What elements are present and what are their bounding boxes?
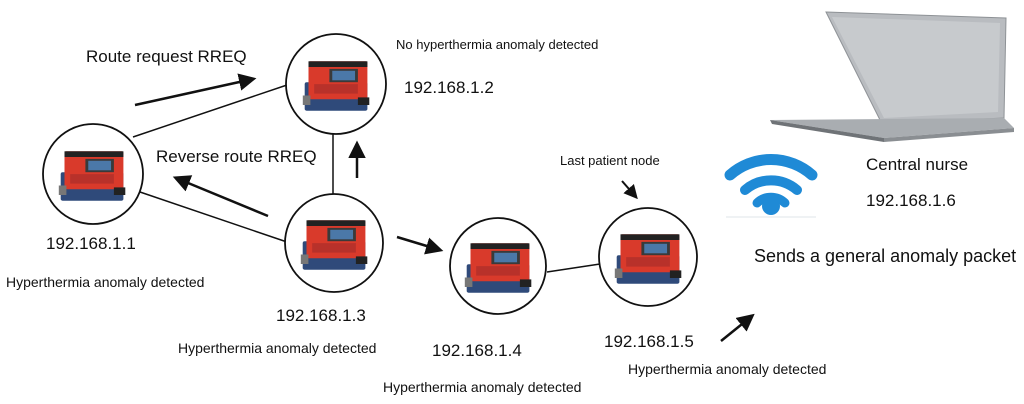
node-n1 [42, 123, 144, 225]
central-ip: 192.168.1.6 [866, 191, 956, 210]
node-n4-ip: 192.168.1.4 [432, 341, 522, 360]
packet-arrow [720, 313, 755, 342]
node-n4 [449, 217, 547, 315]
node-n2 [285, 33, 387, 135]
node-n3-ip: 192.168.1.3 [276, 306, 366, 325]
node-n3 [284, 193, 384, 293]
node-n1-status: Hyperthermia anomaly detected [6, 274, 205, 290]
node-n2-ip: 192.168.1.2 [404, 78, 494, 97]
link-n4-n5 [546, 263, 601, 273]
arduino-board-icon [614, 234, 682, 284]
last-node-arrow [621, 180, 638, 200]
arduino-board-icon [300, 220, 368, 270]
node-n1-ip: 192.168.1.1 [46, 234, 136, 253]
arduino-board-icon [302, 61, 370, 111]
link-n1-n2 [132, 84, 288, 138]
arduino-board-icon [464, 243, 532, 293]
node-n5-ip: 192.168.1.5 [604, 332, 694, 351]
central-title: Central nurse [866, 155, 969, 174]
link-n1-n3 [139, 191, 288, 243]
arduino-board-icon [58, 151, 126, 201]
route-request-label: Route request RREQ [86, 47, 247, 66]
central-message: Sends a general anomaly packet [754, 246, 1017, 266]
laptop-icon [770, 11, 1014, 142]
route-request-arrow [134, 73, 257, 107]
node-n3-status: Hyperthermia anomaly detected [178, 340, 377, 356]
wifi-icon [724, 154, 818, 218]
node-n2-status: No hyperthermia anomaly detected [396, 37, 599, 52]
reverse-route-label: Reverse route RREQ [156, 147, 317, 166]
reverse-route-arrow [172, 175, 269, 218]
forward-arrow [396, 235, 444, 255]
node-n5-status: Hyperthermia anomaly detected [628, 361, 827, 377]
node-n4-status: Hyperthermia anomaly detected [383, 379, 582, 395]
node-n5 [598, 207, 698, 307]
node-n5-note: Last patient node [560, 153, 660, 168]
